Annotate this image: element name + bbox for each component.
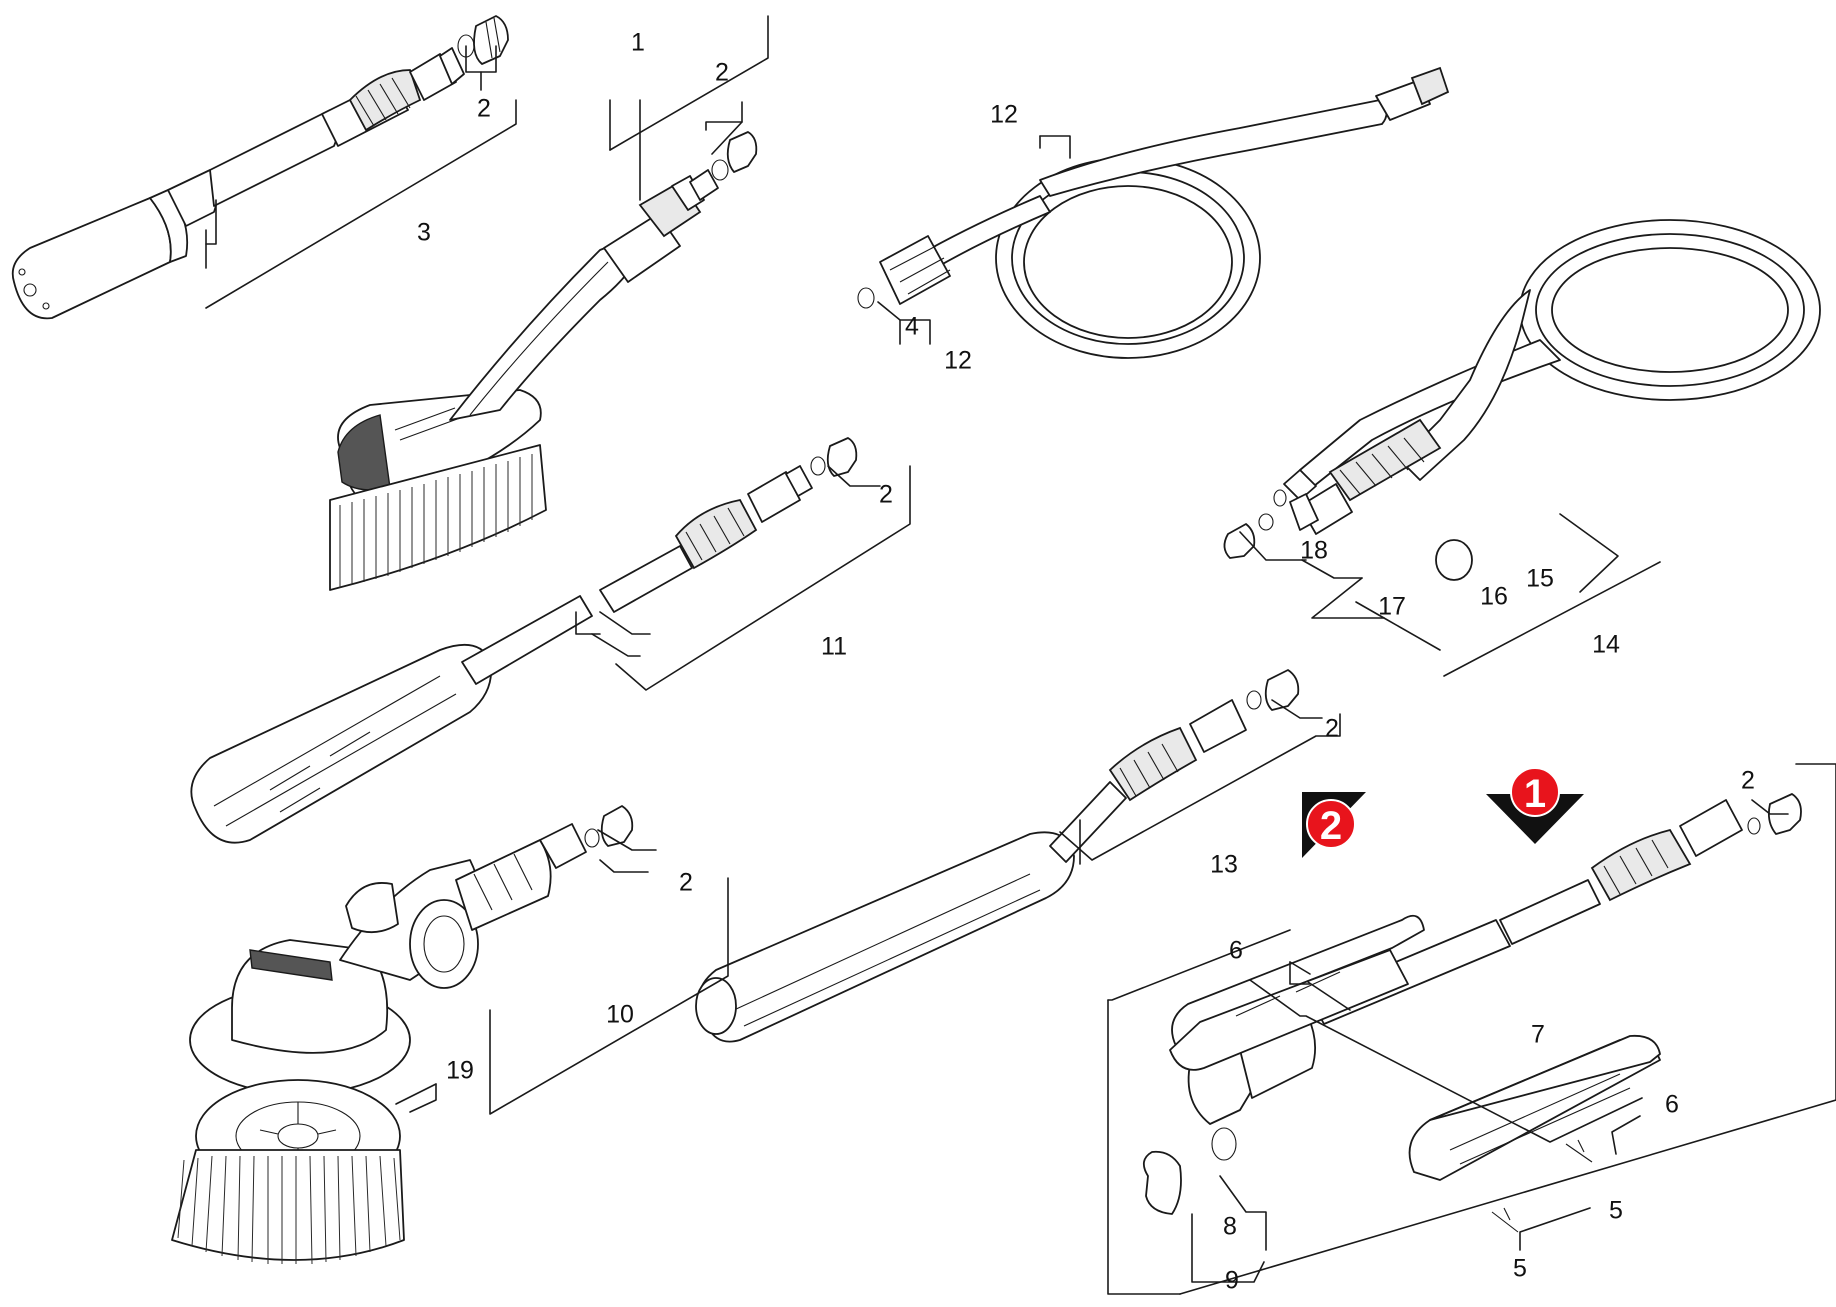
callout-19: 19 (446, 1057, 474, 1085)
hose-coil-set (1223, 219, 1821, 581)
callout-5-right: 5 (1609, 1197, 1623, 1225)
marker-2-label: 2 (1320, 804, 1342, 848)
rotary-nozzle-lance (11, 15, 509, 320)
marker-2: 2 (1302, 792, 1366, 858)
callout-11: 11 (821, 633, 847, 661)
callout-12-top: 12 (990, 101, 1018, 129)
callout-14: 14 (1592, 631, 1620, 659)
leader-lines (205, 15, 1836, 1295)
callout-2-wash-brush: 2 (715, 59, 729, 87)
marker-2-circle (1306, 799, 1356, 849)
marker-1: 1 (1486, 767, 1584, 844)
callout-2-lance-13: 2 (1325, 715, 1339, 743)
callout-6-right: 6 (1665, 1091, 1679, 1119)
callout-8: 8 (1223, 1213, 1237, 1241)
callout-18: 18 (1300, 537, 1328, 565)
callout-17: 17 (1378, 593, 1406, 621)
callout-2-rotating-brush: 2 (679, 869, 693, 897)
spray-lance-13 (695, 669, 1300, 1043)
callout-1: 1 (631, 29, 645, 57)
wash-brush (329, 131, 758, 591)
callout-16: 16 (1480, 583, 1508, 611)
callout-13: 13 (1210, 851, 1238, 879)
callout-6-left: 6 (1229, 937, 1243, 965)
rotating-brush (171, 805, 634, 1265)
callout-12-lower: 12 (944, 347, 972, 375)
hp-hose (857, 66, 1450, 359)
rotating-brush-bristles (171, 1149, 405, 1265)
spray-lance-11 (190, 437, 858, 844)
callout-10: 10 (606, 1001, 634, 1029)
callout-2-rotary-nozzle: 2 (477, 95, 491, 123)
callout-15: 15 (1526, 565, 1554, 593)
callout-7: 7 (1531, 1021, 1545, 1049)
callout-9: 9 (1225, 1267, 1239, 1295)
wash-brush-bristles (329, 444, 547, 591)
callout-4: 4 (905, 313, 919, 341)
marker-1-circle (1510, 767, 1560, 817)
marker-1-arrow (1486, 794, 1584, 844)
callout-5-bottom: 5 (1513, 1255, 1527, 1283)
callout-3: 3 (417, 219, 431, 247)
callout-2-lance-11: 2 (879, 481, 893, 509)
handle-assembly-set (1142, 793, 1802, 1233)
marker-1-label: 1 (1524, 772, 1546, 816)
callout-2-set: 2 (1741, 767, 1755, 795)
callout-labels: 1 2 3 2 12 4 12 2 11 18 17 16 15 14 2 13… (417, 29, 1755, 1295)
